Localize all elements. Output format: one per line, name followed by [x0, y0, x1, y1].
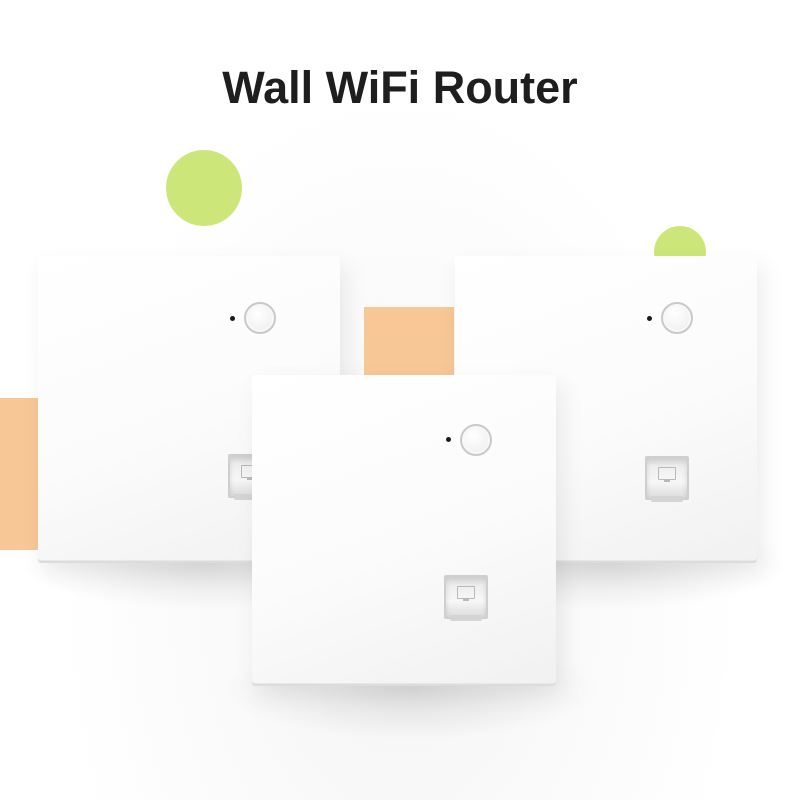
led-indicator — [230, 316, 235, 321]
reset-button — [244, 302, 276, 334]
wall-router-front — [252, 375, 556, 683]
port-clip — [234, 494, 266, 500]
monitor-icon — [457, 586, 475, 601]
led-indicator — [647, 316, 652, 321]
led-indicator — [446, 437, 451, 442]
monitor-icon — [658, 467, 676, 482]
port-clip — [651, 496, 683, 502]
reset-button — [460, 424, 492, 456]
page-title: Wall WiFi Router — [222, 62, 578, 113]
ethernet-port — [444, 575, 488, 621]
reset-button — [661, 302, 693, 334]
orange-rectangle-decoration-edge — [0, 398, 40, 550]
green-circle-decoration — [166, 150, 242, 226]
port-clip — [450, 615, 482, 621]
orange-rectangle-decoration — [364, 307, 454, 377]
ethernet-port — [645, 456, 689, 502]
